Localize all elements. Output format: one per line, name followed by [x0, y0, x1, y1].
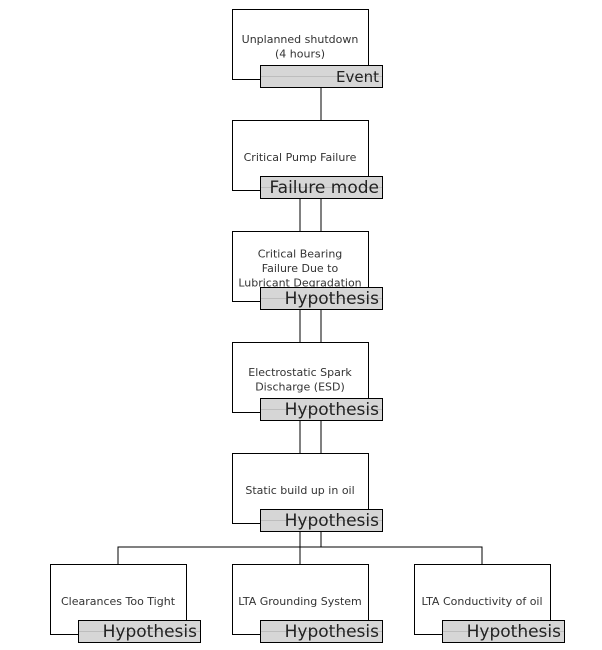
node-label-line: Lubricant Degradation	[238, 277, 361, 290]
connector-n5-n7	[299, 531, 322, 564]
node-label-line: (4 hours)	[275, 47, 325, 60]
node-type-label: Hypothesis	[103, 622, 198, 642]
node-label: Clearances Too Tight	[61, 595, 176, 608]
node-label-line: LTA Conductivity of oil	[421, 595, 542, 608]
node-type-label: Hypothesis	[285, 622, 380, 642]
diagram-nodes: Unplanned shutdown(4 hours) EventCritical…	[50, 9, 565, 643]
connector-n5-n8	[320, 531, 483, 564]
node-label-line: Discharge (ESD)	[255, 380, 345, 393]
node-label-line: Electrostatic Spark	[248, 366, 352, 379]
node-label-line: Failure Due to	[262, 262, 339, 275]
node-type-label: Hypothesis	[285, 289, 380, 309]
node-type-label: Failure mode	[269, 178, 379, 198]
node-label-line: LTA Grounding System	[238, 595, 362, 608]
connector-n5-n6	[117, 531, 322, 564]
node-label: Static build up in oil	[245, 484, 354, 497]
node-type-label: Hypothesis	[285, 511, 380, 531]
node-label: Critical Pump Failure	[244, 151, 357, 164]
node-label: LTA Grounding System	[238, 595, 362, 608]
node-label-line: Critical Bearing	[258, 248, 343, 261]
node-label: LTA Conductivity of oil	[421, 595, 542, 608]
node-label: Unplanned shutdown(4 hours)	[242, 33, 359, 61]
node-label-line: Clearances Too Tight	[61, 595, 176, 608]
node-label-line: Unplanned shutdown	[242, 33, 359, 46]
node-type-label: Event	[336, 68, 379, 86]
node-label-line: Critical Pump Failure	[244, 151, 357, 164]
diagram-node[interactable]: Unplanned shutdown(4 hours) Event	[232, 9, 383, 88]
node-label-line: Static build up in oil	[245, 484, 354, 497]
node-type-label: Hypothesis	[467, 622, 562, 642]
node-type-label: Hypothesis	[285, 400, 380, 420]
